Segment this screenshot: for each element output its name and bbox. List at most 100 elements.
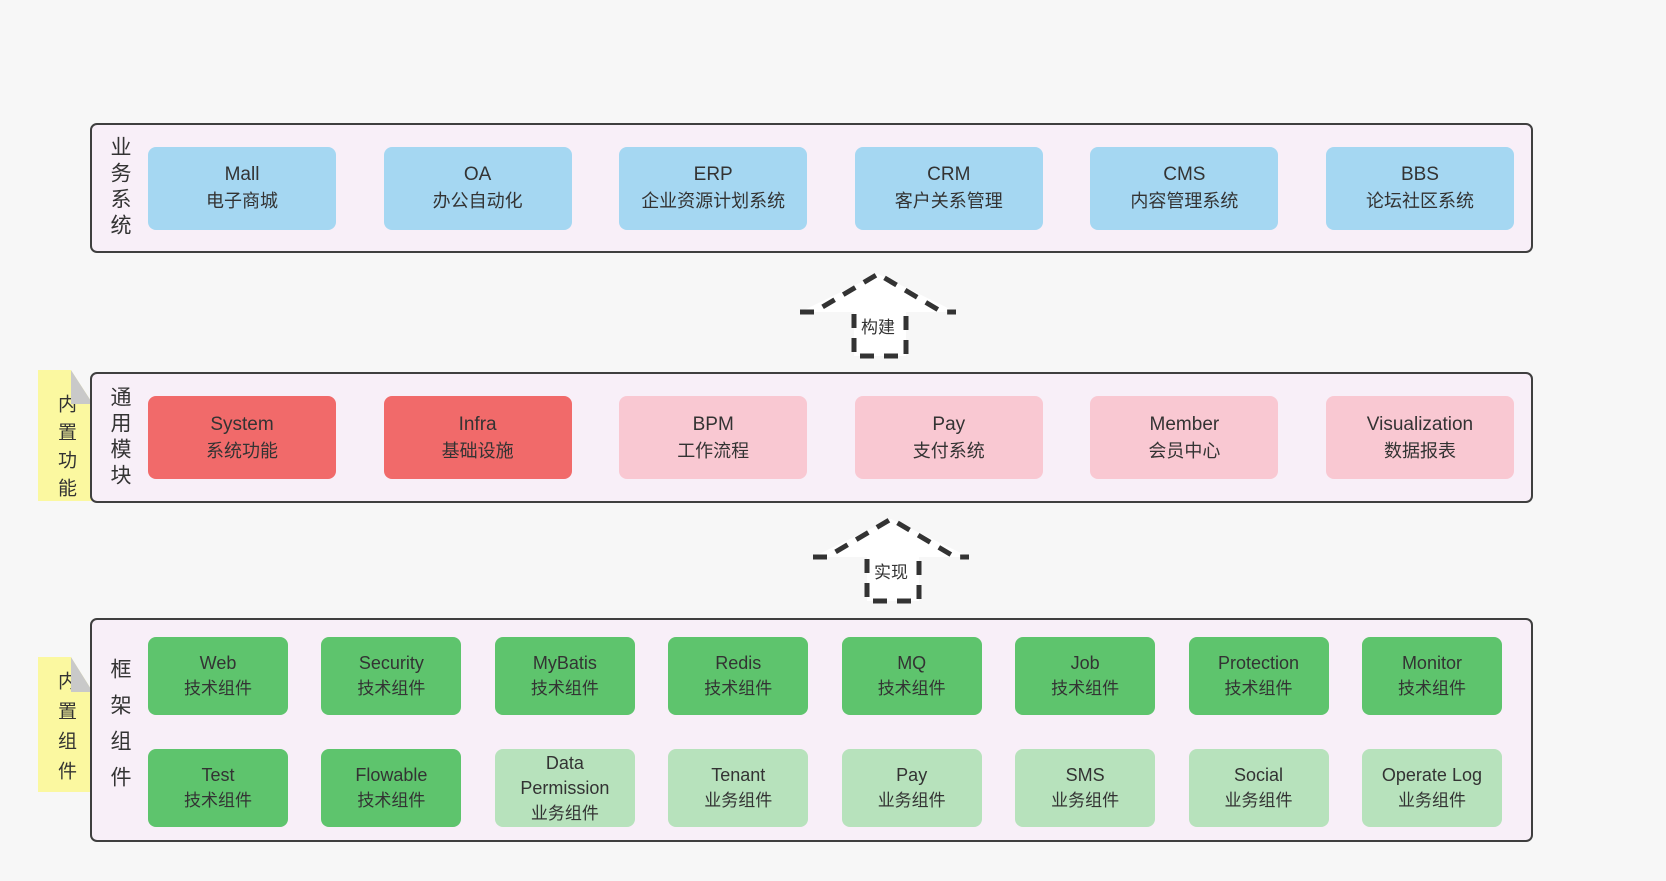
- box-data-permission: Data Permission 业务组件: [494, 749, 635, 827]
- component-box-title: Data Permission: [520, 752, 610, 798]
- implement-arrow-label: 实现: [871, 557, 911, 584]
- builtin-features-sticky-text: 内置功能: [55, 394, 76, 506]
- box-mall: Mall 电子商城: [148, 146, 336, 230]
- box-erp: ERP 企业资源计划系统: [619, 146, 808, 230]
- component-box-title: Security: [358, 653, 424, 673]
- component-box-subtitle: 业务组件: [1224, 791, 1293, 810]
- component-box-title: Protection: [1218, 653, 1300, 673]
- module-box-title: System: [210, 413, 274, 435]
- framework-components-label: 框架组件: [108, 658, 131, 802]
- module-box-title: Mall: [224, 164, 260, 185]
- component-box-subtitle: 技术组件: [184, 679, 252, 698]
- box-web: Web 技术组件: [148, 637, 288, 715]
- module-box-subtitle: 内容管理系统: [1130, 191, 1239, 211]
- box-mq: MQ 技术组件: [841, 637, 982, 715]
- module-box-subtitle: 数据报表: [1383, 440, 1456, 461]
- component-box-subtitle: 业务组件: [704, 791, 773, 810]
- box-infra: Infra 基础设施: [383, 396, 572, 479]
- box-protection: Protection 技术组件: [1188, 637, 1329, 715]
- box-monitor: Monitor 技术组件: [1361, 637, 1502, 715]
- box-tenant: Tenant 业务组件: [668, 749, 809, 827]
- box-pay: Pay 支付系统: [854, 396, 1043, 479]
- framework-row-1: Web 技术组件 Security 技术组件 MyBatis 技术组件 Redi…: [148, 637, 1502, 715]
- component-box-subtitle: 业务组件: [1397, 791, 1466, 810]
- box-pay: Pay 业务组件: [841, 749, 982, 827]
- business-systems-label-wrap: 业务系统: [96, 125, 142, 251]
- module-box-subtitle: 会员中心: [1148, 440, 1221, 461]
- module-box-subtitle: 支付系统: [912, 440, 985, 461]
- module-box-subtitle: 论坛社区系统: [1365, 191, 1474, 211]
- business-systems-row: Mall 电子商城 OA 办公自动化 ERP 企业资源计划系统 CRM 客户关系…: [148, 125, 1514, 251]
- component-box-title: Monitor: [1401, 653, 1462, 673]
- common-modules-row: System 系统功能 Infra 基础设施 BPM 工作流程 Pay 支付系统…: [148, 374, 1514, 501]
- box-social: Social 业务组件: [1188, 749, 1329, 827]
- common-modules-label-wrap: 通用模块: [96, 374, 142, 501]
- module-box-title: ERP: [693, 164, 733, 185]
- component-box-title: Web: [199, 653, 237, 673]
- component-box-title: Redis: [715, 653, 762, 673]
- builtin-components-sticky-text: 内置组件: [55, 671, 76, 791]
- module-box-subtitle: 办公自动化: [432, 191, 523, 211]
- module-box-subtitle: 客户关系管理: [894, 191, 1003, 211]
- component-box-subtitle: 技术组件: [1051, 679, 1120, 698]
- implement-arrow-icon: 实现: [811, 511, 971, 606]
- box-job: Job 技术组件: [1015, 637, 1156, 715]
- module-box-title: BBS: [1400, 164, 1439, 185]
- box-test: Test 技术组件: [148, 749, 288, 827]
- module-box-title: OA: [463, 164, 492, 185]
- module-box-subtitle: 电子商城: [206, 191, 278, 211]
- component-box-subtitle: 技术组件: [357, 679, 426, 698]
- component-box-title: Test: [201, 765, 235, 785]
- component-box-title: Social: [1234, 765, 1284, 785]
- component-box-subtitle: 业务组件: [530, 803, 599, 823]
- component-box-title: MyBatis: [532, 653, 597, 673]
- component-box-title: Pay: [896, 765, 928, 785]
- box-system: System 系统功能: [148, 396, 336, 479]
- component-box-subtitle: 技术组件: [530, 679, 599, 698]
- module-box-subtitle: 系统功能: [206, 440, 278, 461]
- component-box-title: Operate Log: [1381, 765, 1482, 785]
- box-flowable: Flowable 技术组件: [321, 749, 462, 827]
- box-cms: CMS 内容管理系统: [1090, 146, 1279, 230]
- component-box-subtitle: 技术组件: [1224, 679, 1293, 698]
- box-mybatis: MyBatis 技术组件: [494, 637, 635, 715]
- builtin-features-sticky-note: 内置功能: [38, 370, 93, 501]
- module-box-title: Pay: [932, 413, 966, 435]
- component-box-title: Tenant: [711, 765, 766, 785]
- box-security: Security 技术组件: [321, 637, 462, 715]
- module-box-subtitle: 企业资源计划系统: [641, 191, 786, 211]
- module-box-subtitle: 工作流程: [677, 440, 750, 461]
- business-systems-label: 业务系统: [108, 136, 131, 240]
- component-box-subtitle: 技术组件: [357, 791, 426, 810]
- builtin-components-sticky-note: 内置组件: [38, 657, 93, 792]
- build-arrow-label: 构建: [858, 312, 898, 339]
- component-box-subtitle: 技术组件: [877, 679, 946, 698]
- module-box-title: Infra: [458, 413, 497, 435]
- component-box-subtitle: 技术组件: [184, 791, 252, 810]
- box-visualization: Visualization 数据报表: [1325, 396, 1514, 479]
- module-box-title: Member: [1149, 413, 1220, 435]
- component-box-subtitle: 技术组件: [704, 679, 773, 698]
- box-bpm: BPM 工作流程: [619, 396, 808, 479]
- build-arrow-icon: 构建: [798, 266, 958, 361]
- component-box-subtitle: 业务组件: [1051, 791, 1120, 810]
- box-bbs: BBS 论坛社区系统: [1325, 146, 1514, 230]
- component-box-title: SMS: [1065, 765, 1105, 785]
- box-operate-log: Operate Log 业务组件: [1361, 749, 1502, 827]
- component-box-title: Job: [1070, 653, 1100, 673]
- box-sms: SMS 业务组件: [1015, 749, 1156, 827]
- common-modules-label: 通用模块: [108, 385, 131, 490]
- module-box-title: CMS: [1163, 164, 1206, 185]
- component-box-title: MQ: [897, 653, 927, 673]
- business-systems-layer: 业务系统 Mall 电子商城 OA 办公自动化 ERP 企业资源计划系统 CRM…: [90, 123, 1533, 253]
- component-box-subtitle: 技术组件: [1397, 679, 1466, 698]
- box-crm: CRM 客户关系管理: [854, 146, 1043, 230]
- framework-components-layer: 框架组件 Web 技术组件 Security 技术组件 MyBatis 技术组件…: [90, 618, 1533, 842]
- component-box-subtitle: 业务组件: [877, 791, 946, 810]
- framework-row-2: Test 技术组件 Flowable 技术组件 Data Permission …: [148, 749, 1502, 827]
- module-box-title: CRM: [927, 164, 971, 185]
- box-member: Member 会员中心: [1090, 396, 1279, 479]
- common-modules-layer: 通用模块 System 系统功能 Infra 基础设施 BPM 工作流程 Pay…: [90, 372, 1533, 503]
- box-redis: Redis 技术组件: [668, 637, 809, 715]
